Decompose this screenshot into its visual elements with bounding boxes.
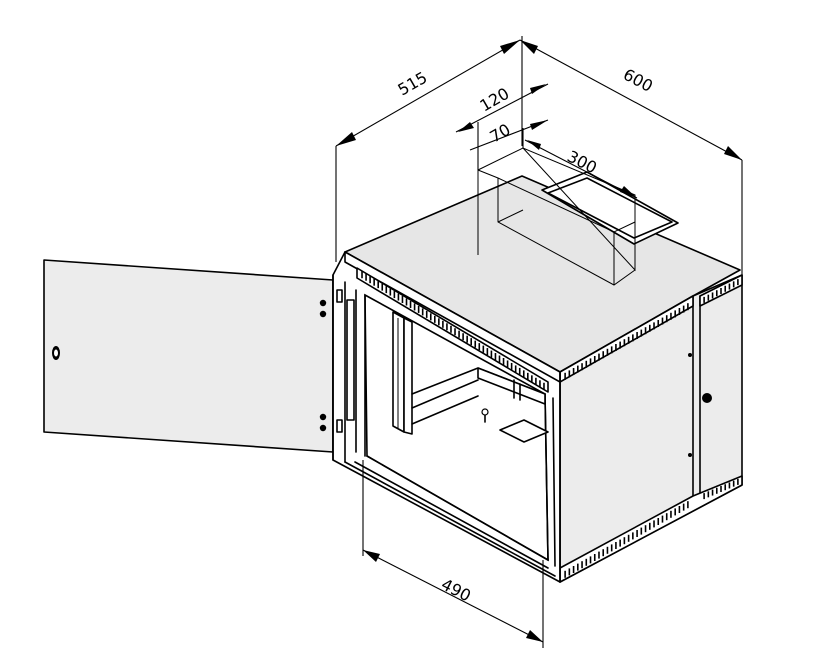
dimension-lines [335,36,743,648]
dim-label-490: 490 [438,575,474,606]
dim-label-600: 600 [620,65,656,96]
cable-channel [477,147,636,286]
cabinet-body [332,175,743,583]
dim-label-120: 120 [477,84,513,116]
open-door [43,259,334,453]
door-hinge-bottom [319,413,327,432]
door-hinge-top [319,299,327,318]
vent-slots [361,271,739,578]
side-lock-icon [702,393,712,403]
top-cable-cutout [541,171,679,245]
